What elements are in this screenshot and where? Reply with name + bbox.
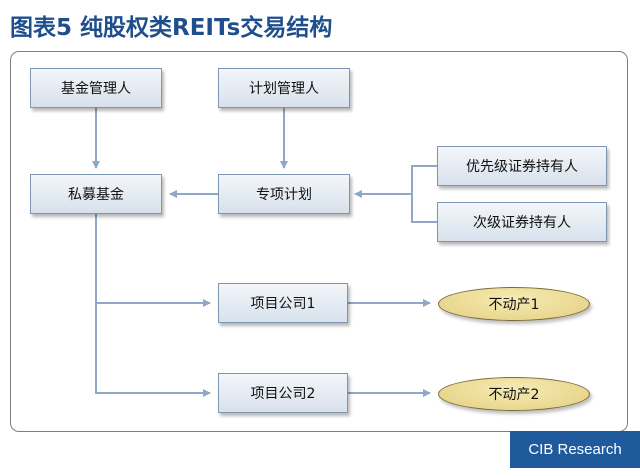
node-plan-manager: 计划管理人	[218, 68, 350, 108]
node-fund-manager: 基金管理人	[30, 68, 162, 108]
holders-bracket	[411, 165, 437, 223]
node-junior-holders: 次级证券持有人	[437, 202, 607, 242]
trunk-private-fund	[95, 214, 210, 394]
node-property-2: 不动产2	[438, 377, 590, 411]
node-project-co-2: 项目公司2	[218, 373, 348, 413]
node-private-fund: 私募基金	[30, 174, 162, 214]
brand-badge: CIB Research	[510, 431, 640, 468]
node-special-plan: 专项计划	[218, 174, 350, 214]
node-project-co-1: 项目公司1	[218, 283, 348, 323]
diagram-frame	[10, 51, 628, 432]
node-senior-holders: 优先级证券持有人	[437, 146, 607, 186]
diagram-title: 图表5 纯股权类REITs交易结构	[10, 15, 333, 41]
node-property-1: 不动产1	[438, 287, 590, 321]
